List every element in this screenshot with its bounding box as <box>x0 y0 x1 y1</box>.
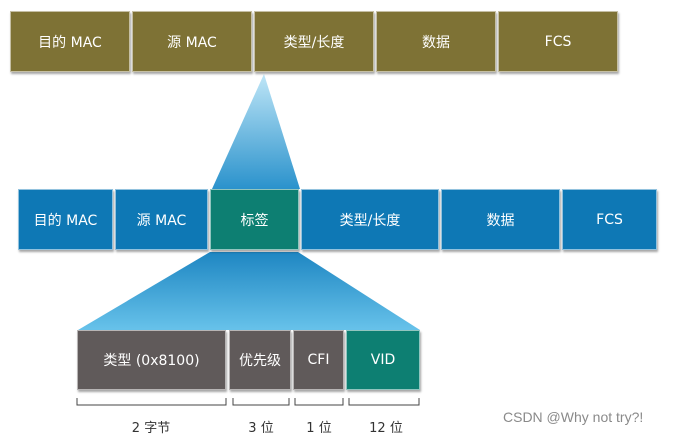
size-label-type: 2 字节 <box>131 421 171 436</box>
size-label-cfi: 1 位 <box>306 421 332 436</box>
expand-pointer-top <box>212 74 300 189</box>
size-brackets <box>76 398 420 406</box>
tag-priority-field: 优先级 <box>229 330 291 390</box>
watermark: CSDN @Why not try?! <box>503 409 644 425</box>
tag-cfi-field: CFI <box>293 330 344 390</box>
bracket-priority <box>232 398 290 406</box>
frame-tagged-fcs: FCS <box>562 189 657 250</box>
frame-top-fcs: FCS <box>498 11 618 72</box>
frame-tagged-dest-mac: 目的 MAC <box>18 189 113 250</box>
bracket-cfi <box>294 398 344 406</box>
frame-top-type-length: 类型/长度 <box>254 11 374 72</box>
size-label-vid: 12 位 <box>369 421 403 436</box>
frame-top-dest-mac: 目的 MAC <box>10 11 130 72</box>
tag-vid-field: VID <box>346 330 420 390</box>
tag-tpid-field: 类型 (0x8100) <box>77 330 226 390</box>
frame-tagged-src-mac: 源 MAC <box>115 189 208 250</box>
bracket-type <box>76 398 227 406</box>
frame-tagged-data: 数据 <box>441 189 560 250</box>
frame-top-data: 数据 <box>376 11 496 72</box>
frame-tagged-tag: 标签 <box>210 189 299 250</box>
bracket-vid <box>348 398 420 406</box>
frame-top-src-mac: 源 MAC <box>132 11 252 72</box>
frame-tagged-type-length: 类型/长度 <box>301 189 439 250</box>
size-label-priority: 3 位 <box>248 421 274 436</box>
expand-pointer-bottom <box>78 252 420 330</box>
